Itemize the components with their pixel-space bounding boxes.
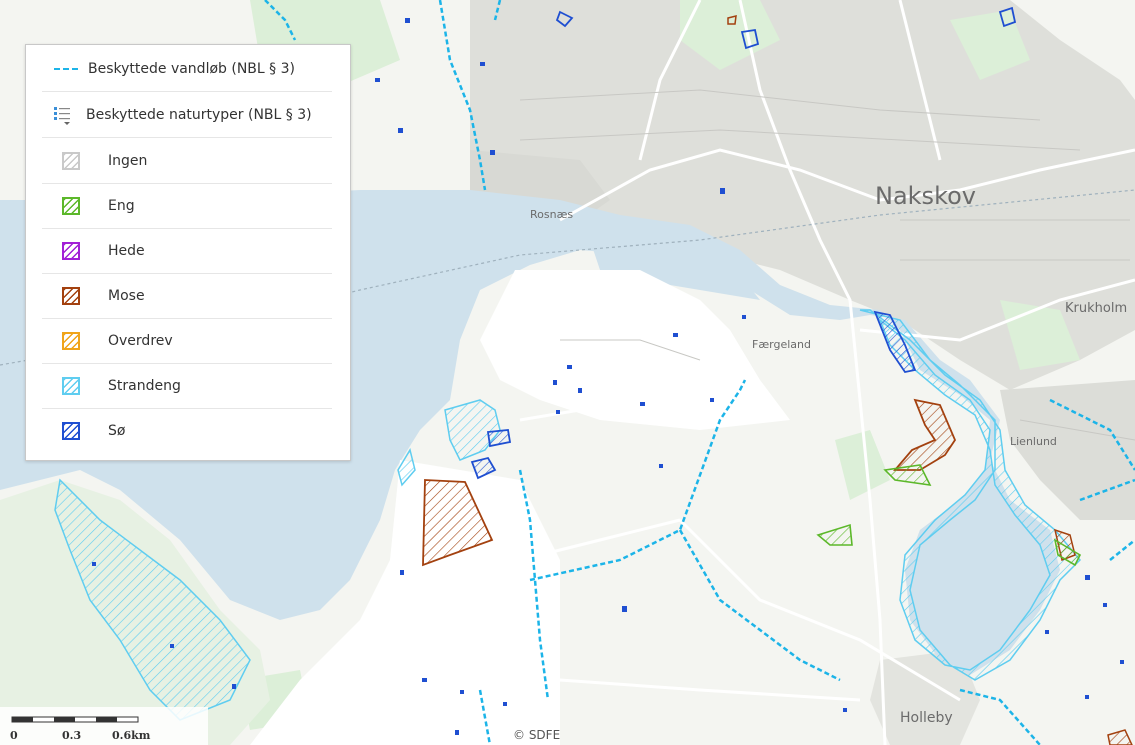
legend-item-hede[interactable]: Hede — [42, 229, 332, 274]
legend-item-label: Ingen — [108, 153, 148, 169]
strandeng-zone-1 — [859, 309, 1082, 681]
ferry-route — [0, 189, 1135, 366]
legend-swatch-sø — [62, 422, 80, 440]
green-area-2 — [680, 0, 780, 70]
scale-tick-0: 0 — [10, 729, 18, 742]
protected-streams — [264, 0, 1135, 745]
eng-area-2 — [883, 464, 932, 487]
legend-layer-naturetypes[interactable]: Beskyttede naturtyper (NBL § 3) — [42, 93, 332, 138]
so-area-6 — [555, 10, 574, 28]
legend-item-overdrev[interactable]: Overdrev — [42, 319, 332, 364]
harbour-land — [480, 270, 790, 430]
green-area-5 — [835, 430, 890, 500]
minor-roads — [519, 89, 1135, 441]
place-label-krukholm: Krukholm — [1065, 301, 1127, 316]
urban-area-holleby — [870, 650, 980, 745]
legend-item-label: Strandeng — [108, 378, 181, 394]
legend-swatch-ingen — [62, 152, 80, 170]
so-area-4 — [998, 6, 1017, 28]
urban-area-nakskov — [470, 0, 1135, 390]
place-label-holleby: Holleby — [900, 710, 953, 726]
legend-swatch-hede — [62, 242, 80, 260]
legend-layer-streams[interactable]: Beskyttede vandløb (NBL § 3) — [42, 47, 332, 92]
so-area-3 — [470, 456, 497, 480]
so-area-5 — [740, 28, 760, 50]
legend-item-label: Sø — [108, 423, 126, 439]
legend-item-ingen[interactable]: Ingen — [42, 139, 332, 184]
legend-item-sø[interactable]: Sø — [42, 409, 332, 453]
so-area-2 — [486, 429, 512, 448]
legend-item-label: Eng — [108, 198, 135, 214]
legend-layer-naturetypes-label: Beskyttede naturtyper (NBL § 3) — [86, 107, 312, 123]
legend-item-label: Mose — [108, 288, 145, 304]
place-label-faergeland: Færgeland — [752, 338, 811, 351]
legend-layer-streams-label: Beskyttede vandløb (NBL § 3) — [88, 61, 295, 77]
map-legend: Beskyttede vandløb (NBL § 3) Beskyttede … — [25, 44, 351, 461]
eng-area-3 — [1053, 538, 1082, 567]
place-label-nakskov: Nakskov — [875, 182, 976, 210]
legend-item-eng[interactable]: Eng — [42, 184, 332, 229]
green-area-3 — [950, 10, 1030, 80]
mose-corner — [1107, 729, 1133, 745]
road-network — [359, 0, 1135, 745]
place-label-lienlund: Lienlund — [1010, 435, 1057, 448]
legend-item-label: Hede — [108, 243, 145, 259]
layer-list-icon — [54, 107, 70, 125]
legend-swatch-strandeng — [62, 377, 80, 395]
stream-line-icon — [54, 68, 78, 70]
urban-area-lienlund — [1000, 380, 1135, 520]
scale-bar: 0 0.3 0.6km — [0, 707, 208, 745]
legend-swatch-mose — [62, 287, 80, 305]
copyright-label: © SDFE — [513, 728, 561, 742]
scale-bar-graphic — [11, 716, 139, 723]
legend-item-label: Overdrev — [108, 333, 173, 349]
scale-tick-2: 0.6km — [112, 729, 151, 742]
legend-swatch-eng — [62, 197, 80, 215]
legend-swatch-overdrev — [62, 332, 80, 350]
scale-tick-1: 0.3 — [62, 729, 82, 742]
mose-small — [727, 15, 737, 25]
so-area-1 — [873, 310, 917, 373]
eng-area-1 — [816, 523, 853, 546]
legend-item-strandeng[interactable]: Strandeng — [42, 364, 332, 409]
mose-area-1 — [422, 479, 494, 567]
place-label-rosnaes: Rosnæs — [530, 208, 573, 221]
legend-item-mose[interactable]: Mose — [42, 274, 332, 319]
strandeng-zone-4 — [397, 448, 416, 487]
so-small-dots — [92, 18, 1124, 735]
